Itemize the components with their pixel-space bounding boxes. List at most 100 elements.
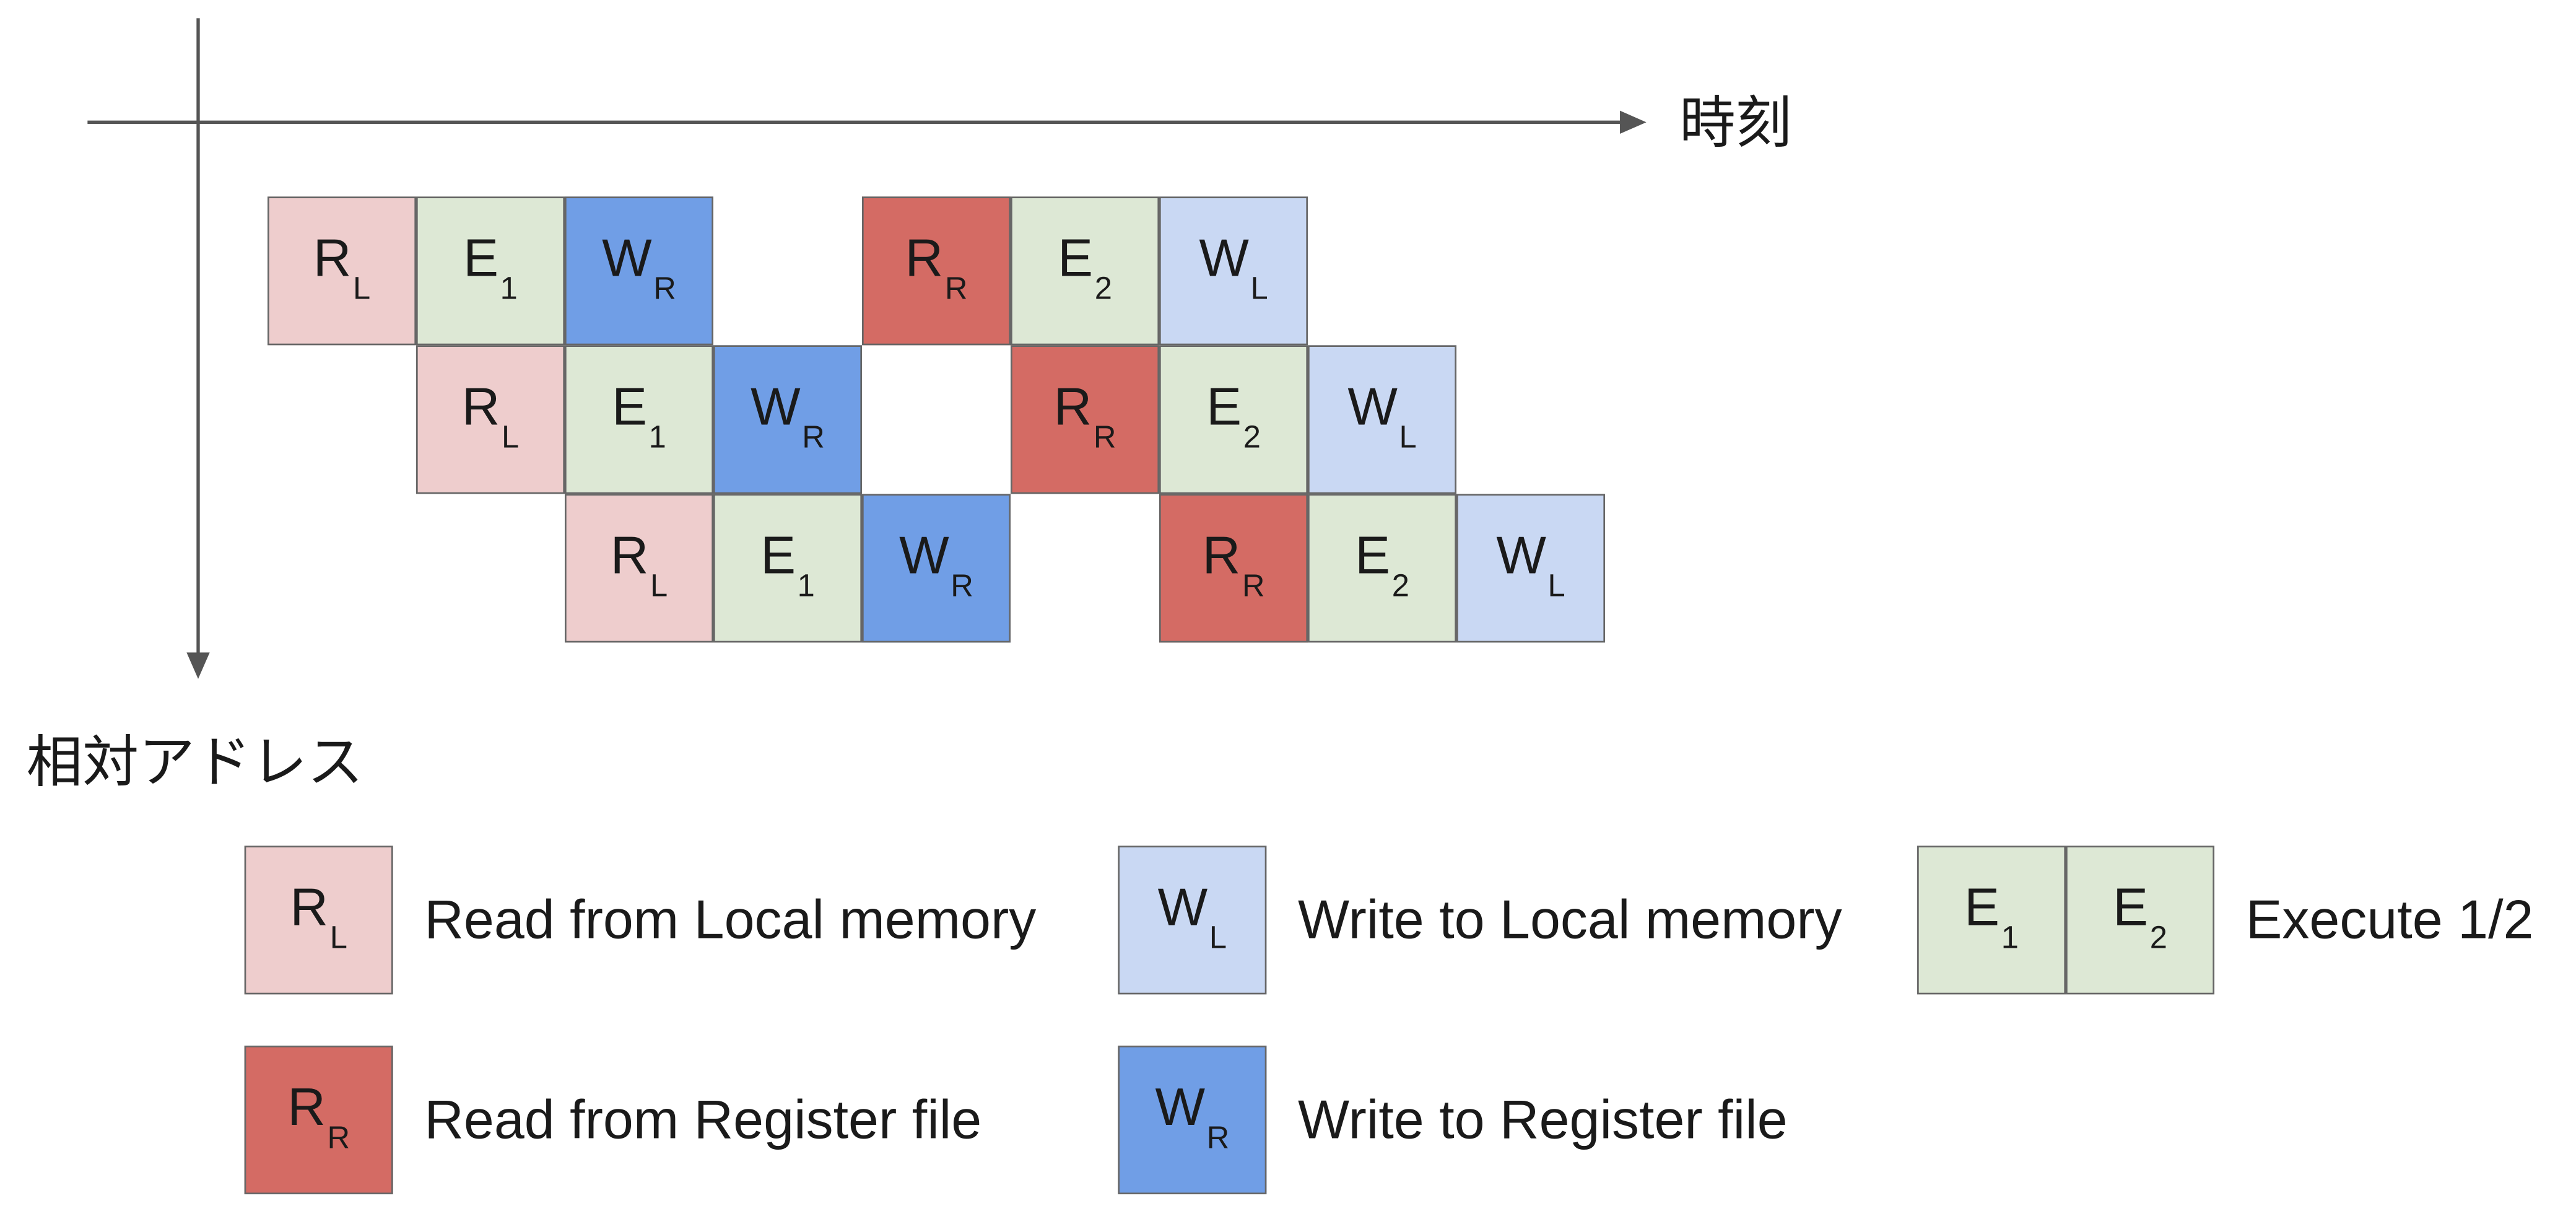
cell-subscript: R — [327, 1121, 350, 1156]
legend-swatch-write-register: WR — [1118, 1046, 1267, 1195]
cell-symbol: RR — [287, 1080, 350, 1154]
cell-letter: R — [287, 1076, 326, 1136]
cell-symbol: WR — [602, 230, 676, 305]
stage-cell-read-register: RR — [1159, 494, 1308, 643]
stage-cell-execute: E1 — [713, 494, 863, 643]
cell-subscript: R — [1242, 569, 1265, 604]
cell-symbol: RR — [905, 230, 968, 305]
cell-symbol: E2 — [2113, 880, 2167, 954]
cell-symbol: E1 — [1964, 880, 2019, 954]
cell-subscript: L — [502, 420, 520, 455]
cell-symbol: WL — [1158, 880, 1227, 954]
cell-subscript: 1 — [500, 271, 518, 307]
cell-letter: E — [2113, 876, 2149, 936]
legend-label: Write to Local memory — [1298, 888, 1842, 950]
cell-letter: W — [602, 227, 652, 287]
cell-subscript: R — [951, 569, 973, 604]
cell-symbol: RL — [462, 379, 520, 453]
cell-symbol: WR — [1155, 1080, 1229, 1154]
cell-subscript: L — [650, 569, 668, 604]
cell-subscript: L — [1250, 271, 1268, 307]
stage-cell-read-local: RL — [416, 345, 565, 494]
legend-swatch-read-local: RL — [244, 846, 393, 995]
cell-letter: W — [1155, 1076, 1205, 1136]
cell-subscript: R — [1093, 420, 1116, 455]
stage-cell-execute: E1 — [416, 196, 565, 346]
cell-subscript: 2 — [1243, 420, 1261, 455]
cell-letter: E — [463, 227, 499, 287]
cell-subscript: L — [353, 271, 371, 307]
cell-subscript: R — [1206, 1121, 1230, 1156]
cell-letter: E — [612, 375, 648, 435]
cell-symbol: E1 — [760, 528, 815, 602]
stage-cell-write-local: WL — [1308, 345, 1457, 494]
cell-subscript: R — [802, 420, 825, 455]
cell-symbol: WR — [751, 379, 825, 453]
stage-cell-read-register: RR — [862, 196, 1011, 346]
legend-swatch-write-local: WL — [1118, 846, 1267, 995]
cell-symbol: E1 — [612, 379, 666, 453]
legend-swatch-execute: E1 — [1917, 846, 2066, 995]
cell-subscript: L — [1399, 420, 1417, 455]
cell-subscript: L — [1209, 920, 1227, 956]
cell-symbol: E2 — [1355, 528, 1409, 602]
legend-label: Write to Register file — [1298, 1088, 1788, 1150]
legend-label: Execute 1/2 — [2245, 888, 2534, 950]
cell-subscript: 1 — [2001, 920, 2019, 956]
cell-symbol: E2 — [1058, 230, 1112, 305]
cell-letter: W — [1496, 524, 1546, 584]
address-axis-arrowhead — [186, 652, 210, 680]
cell-subscript: 1 — [648, 420, 666, 455]
cell-subscript: 2 — [2149, 920, 2167, 956]
stage-cell-write-register: WR — [565, 196, 714, 346]
cell-subscript: 2 — [1391, 569, 1409, 604]
cell-symbol: E1 — [463, 230, 518, 305]
cell-letter: R — [905, 227, 944, 287]
cell-subscript: 1 — [797, 569, 815, 604]
cell-subscript: 2 — [1094, 271, 1112, 307]
stage-cell-execute: E1 — [565, 345, 714, 494]
legend-swatch-read-register: RR — [244, 1046, 393, 1195]
cell-subscript: L — [1547, 569, 1565, 604]
legend-label: Read from Local memory — [424, 888, 1037, 950]
cell-symbol: RL — [611, 528, 668, 602]
stage-cell-read-local: RL — [268, 196, 417, 346]
stage-cell-write-local: WL — [1456, 494, 1606, 643]
cell-letter: R — [1202, 524, 1241, 584]
cell-symbol: WL — [1199, 230, 1268, 305]
stage-cell-execute: E2 — [1159, 345, 1308, 494]
time-axis-label: 時刻 — [1679, 90, 1792, 157]
cell-letter: E — [1964, 876, 2000, 936]
cell-subscript: R — [944, 271, 968, 307]
cell-symbol: WL — [1496, 528, 1565, 602]
cell-letter: R — [313, 227, 352, 287]
stage-cell-read-local: RL — [565, 494, 714, 643]
legend-label: Read from Register file — [424, 1088, 982, 1150]
cell-symbol: RL — [313, 230, 371, 305]
cell-symbol: E2 — [1206, 379, 1261, 453]
stage-cell-write-register: WR — [862, 494, 1011, 643]
cell-letter: W — [1347, 375, 1398, 435]
stage-cell-write-local: WL — [1159, 196, 1308, 346]
address-axis-label: 相対アドレス — [26, 730, 363, 797]
cell-letter: R — [610, 524, 649, 584]
stage-cell-execute: E2 — [1308, 494, 1457, 643]
cell-symbol: WL — [1347, 379, 1416, 453]
legend-swatch-execute: E2 — [2066, 846, 2215, 995]
cell-letter: R — [461, 375, 500, 435]
cell-letter: W — [899, 524, 949, 584]
stage-cell-read-register: RR — [1011, 345, 1160, 494]
cell-letter: E — [1355, 524, 1391, 584]
cell-letter: W — [751, 375, 801, 435]
cell-subscript: L — [329, 920, 347, 956]
cell-symbol: RL — [290, 880, 347, 954]
cell-symbol: RR — [1203, 528, 1265, 602]
cell-letter: R — [290, 876, 329, 936]
cell-letter: E — [1058, 227, 1094, 287]
cell-letter: E — [1206, 375, 1242, 435]
cell-subscript: R — [653, 271, 676, 307]
stage-cell-write-register: WR — [713, 345, 863, 494]
cell-letter: R — [1053, 375, 1092, 435]
